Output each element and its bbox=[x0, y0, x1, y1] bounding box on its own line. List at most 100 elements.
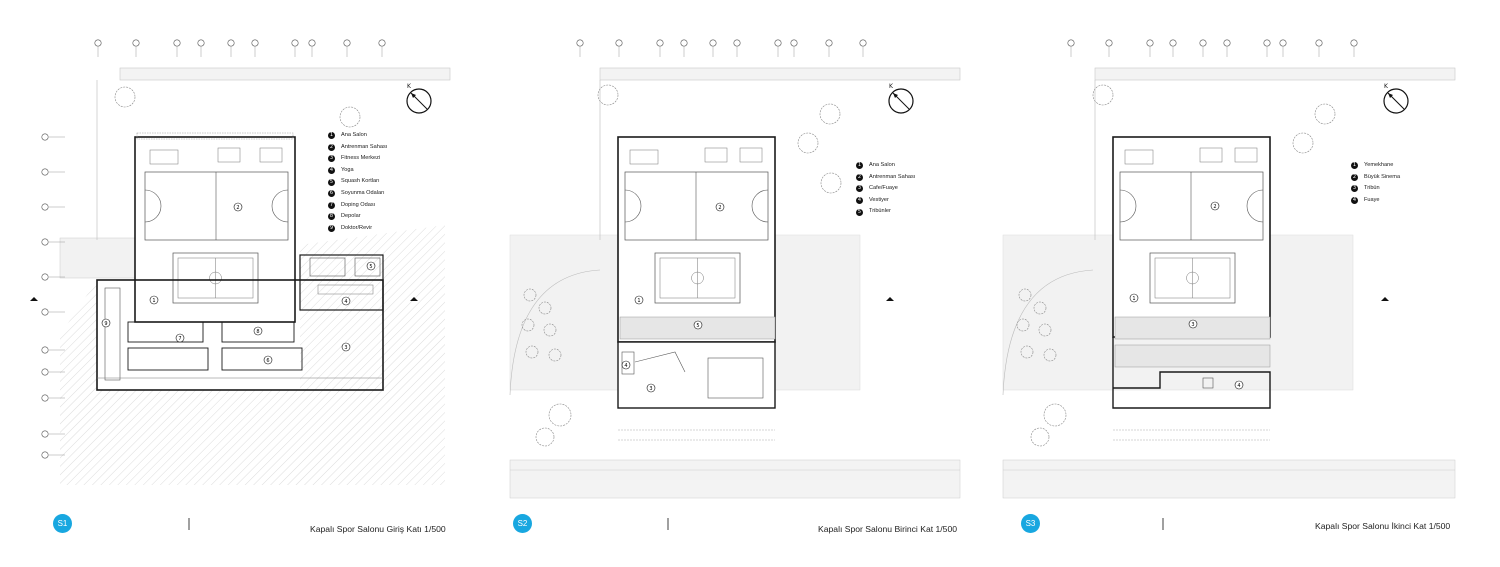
svg-text:K: K bbox=[407, 83, 412, 90]
grid-bubble bbox=[576, 39, 584, 47]
grid-bubble bbox=[709, 39, 717, 47]
foyer-outline bbox=[1112, 337, 1271, 409]
plan-label-4: 4 bbox=[1237, 383, 1240, 389]
plan-label-2: 2 bbox=[1213, 204, 1216, 210]
tree-cluster bbox=[1016, 84, 1336, 447]
north-arrow-icon: K bbox=[406, 83, 432, 114]
plan-label-4: 4 bbox=[624, 363, 627, 369]
plan-label-8: 8 bbox=[256, 329, 259, 335]
grid-bubble bbox=[41, 308, 49, 316]
grid-bubble bbox=[1350, 39, 1358, 47]
grid-bubble bbox=[41, 451, 49, 459]
plan-label-2: 2 bbox=[236, 205, 239, 211]
grid-bubble bbox=[251, 39, 259, 47]
grid-bubble bbox=[656, 39, 664, 47]
grid-bubble bbox=[680, 39, 688, 47]
sheet-badge: S2 bbox=[513, 514, 532, 533]
plan-label-1: 1 bbox=[152, 298, 155, 304]
second-floor-plan-drawing: K 1 2 3 4 bbox=[1002, 39, 1456, 530]
grid-bubble bbox=[41, 273, 49, 281]
grid-bubble bbox=[1223, 39, 1231, 47]
grid-bubble bbox=[41, 133, 49, 141]
grid-bubble bbox=[41, 203, 49, 211]
plan-label-5: 5 bbox=[369, 264, 372, 270]
plan-label-3: 3 bbox=[344, 345, 347, 351]
grid-bubble bbox=[41, 168, 49, 176]
grid-bubble bbox=[41, 394, 49, 402]
grid-bubble bbox=[378, 39, 386, 47]
plan-label-4: 4 bbox=[344, 299, 347, 305]
grid-bubble bbox=[94, 39, 102, 47]
grid-bubble bbox=[1199, 39, 1207, 47]
grid-bubble bbox=[197, 39, 205, 47]
plan-label-2: 2 bbox=[718, 205, 721, 211]
grid-bubble bbox=[1146, 39, 1154, 47]
grid-bubble bbox=[41, 430, 49, 438]
main-hall-outline bbox=[1112, 136, 1271, 338]
plan-label-6: 6 bbox=[266, 358, 269, 364]
plan-label-3: 3 bbox=[649, 386, 652, 392]
tribune bbox=[1114, 344, 1271, 368]
training-court bbox=[144, 171, 289, 241]
sheet-title: Kapalı Spor Salonu Giriş Katı 1/500 bbox=[310, 524, 446, 534]
grid-bubble bbox=[1263, 39, 1271, 47]
grid-axis-top bbox=[94, 39, 386, 57]
sheet-title: Kapalı Spor Salonu İkinci Kat 1/500 bbox=[1315, 521, 1451, 531]
sheet-badge: S3 bbox=[1021, 514, 1040, 533]
service-block bbox=[96, 279, 384, 391]
tree-cluster bbox=[521, 84, 842, 447]
north-arrow-icon: K bbox=[888, 83, 914, 114]
grid-bubble bbox=[774, 39, 782, 47]
grid-bubble bbox=[41, 368, 49, 376]
grid-bubble bbox=[41, 346, 49, 354]
plan-label-9: 9 bbox=[104, 321, 107, 327]
ground-floor-plan-drawing: K 1 2 3 4 5 bbox=[30, 39, 451, 530]
grid-bubble bbox=[291, 39, 299, 47]
plan-label-3: 3 bbox=[1191, 322, 1194, 328]
plan-sheet-ground-floor: K 1 2 3 4 5 bbox=[0, 0, 470, 567]
grid-bubble bbox=[790, 39, 798, 47]
grid-bubble bbox=[615, 39, 623, 47]
grid-axis-top bbox=[1067, 39, 1358, 57]
sheet-badge: S1 bbox=[53, 514, 72, 533]
main-hall-outline bbox=[617, 136, 776, 343]
grid-bubble bbox=[308, 39, 316, 47]
grid-bubble bbox=[825, 39, 833, 47]
grid-bubble bbox=[173, 39, 181, 47]
road-strip bbox=[119, 67, 451, 81]
plan-label-5: 5 bbox=[696, 323, 699, 329]
grid-bubble bbox=[1279, 39, 1287, 47]
site-hatch bbox=[60, 225, 445, 485]
plan-label-7: 7 bbox=[178, 336, 181, 342]
plan-label-1: 1 bbox=[637, 298, 640, 304]
grid-bubble bbox=[1067, 39, 1075, 47]
foyer-block bbox=[617, 341, 776, 409]
grid-bubble bbox=[733, 39, 741, 47]
tree bbox=[339, 106, 361, 128]
grid-bubble bbox=[1169, 39, 1177, 47]
grid-bubble bbox=[41, 238, 49, 246]
sheet-title: Kapalı Spor Salonu Birinci Kat 1/500 bbox=[818, 524, 958, 534]
grid-bubble bbox=[132, 39, 140, 47]
first-floor-plan-drawing: K 1 2 3 4 5 bbox=[509, 39, 961, 530]
svg-text:K: K bbox=[889, 83, 894, 90]
